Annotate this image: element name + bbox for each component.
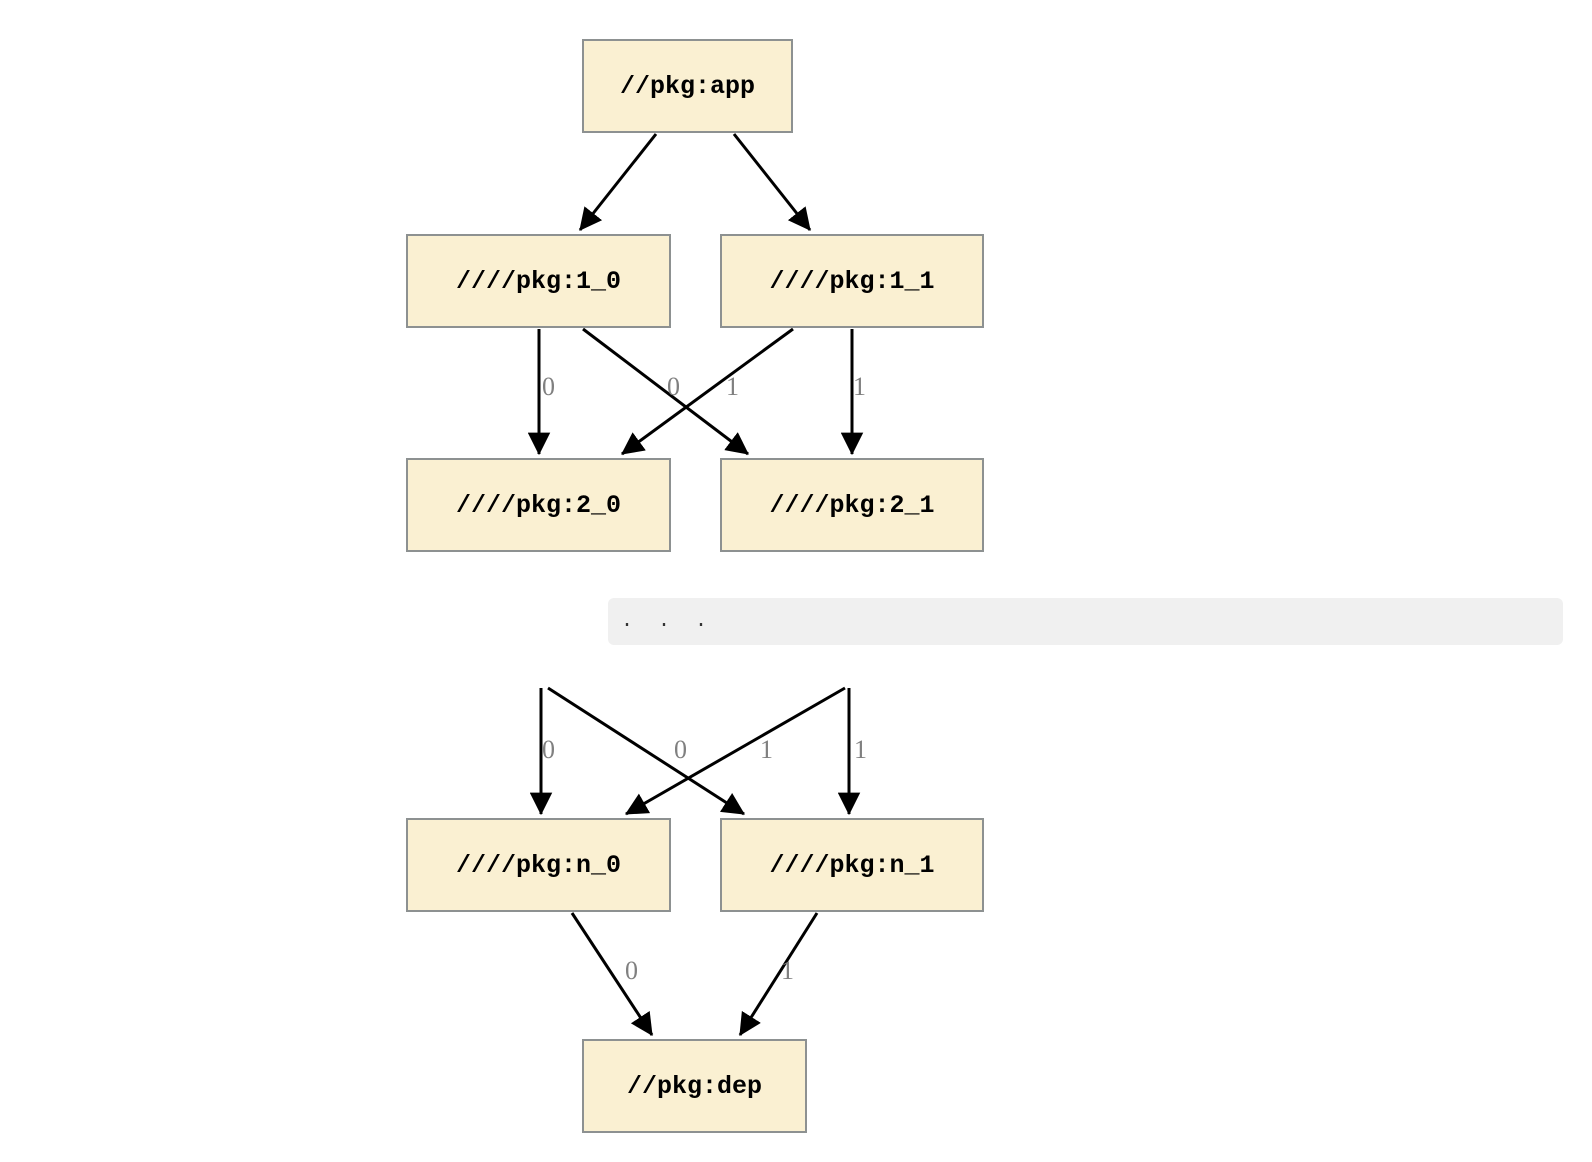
node-pkg-1_1: ////pkg:1_1 [720, 234, 984, 328]
ellipsis-code-band: . . . [608, 598, 1563, 645]
edge-label-ellipsis-n_1-cross: 0 [674, 735, 687, 764]
edge-label-1_0-2_0: 0 [542, 372, 555, 401]
edge-label-ellipsis-n_0-cross: 1 [760, 735, 773, 764]
ellipsis-text: . . . [621, 610, 714, 633]
edge-label-n_1-dep: 1 [781, 956, 794, 985]
edge-n_1-dep [738, 912, 819, 1036]
edge-app-1_1 [732, 133, 812, 231]
edge-ellipsis-n_0-cross [625, 686, 846, 816]
node-pkg-app: //pkg:app [582, 39, 793, 133]
edge-label-ellipsis-n_0-straight: 0 [542, 735, 555, 764]
node-pkg-n_0: ////pkg:n_0 [406, 818, 671, 912]
edge-label-n_0-dep: 0 [625, 956, 638, 985]
edge-n_0-dep [570, 912, 654, 1036]
edge-label-1_1-2_1: 1 [853, 372, 866, 401]
node-pkg-dep: //pkg:dep [582, 1039, 807, 1133]
node-pkg-2_0: ////pkg:2_0 [406, 458, 671, 552]
edge-label-1_0-2_1: 0 [667, 372, 680, 401]
edge-1_1-2_0 [621, 327, 794, 456]
node-pkg-2_1: ////pkg:2_1 [720, 458, 984, 552]
edge-1_0-2_1 [582, 327, 749, 456]
edge-ellipsis-n_1-cross [547, 686, 745, 816]
node-pkg-n_1: ////pkg:n_1 [720, 818, 984, 912]
edge-label-ellipsis-n_1-straight: 1 [854, 735, 867, 764]
edge-app-1_0 [578, 133, 658, 231]
node-pkg-1_0: ////pkg:1_0 [406, 234, 671, 328]
edge-label-1_1-2_0: 1 [726, 372, 739, 401]
